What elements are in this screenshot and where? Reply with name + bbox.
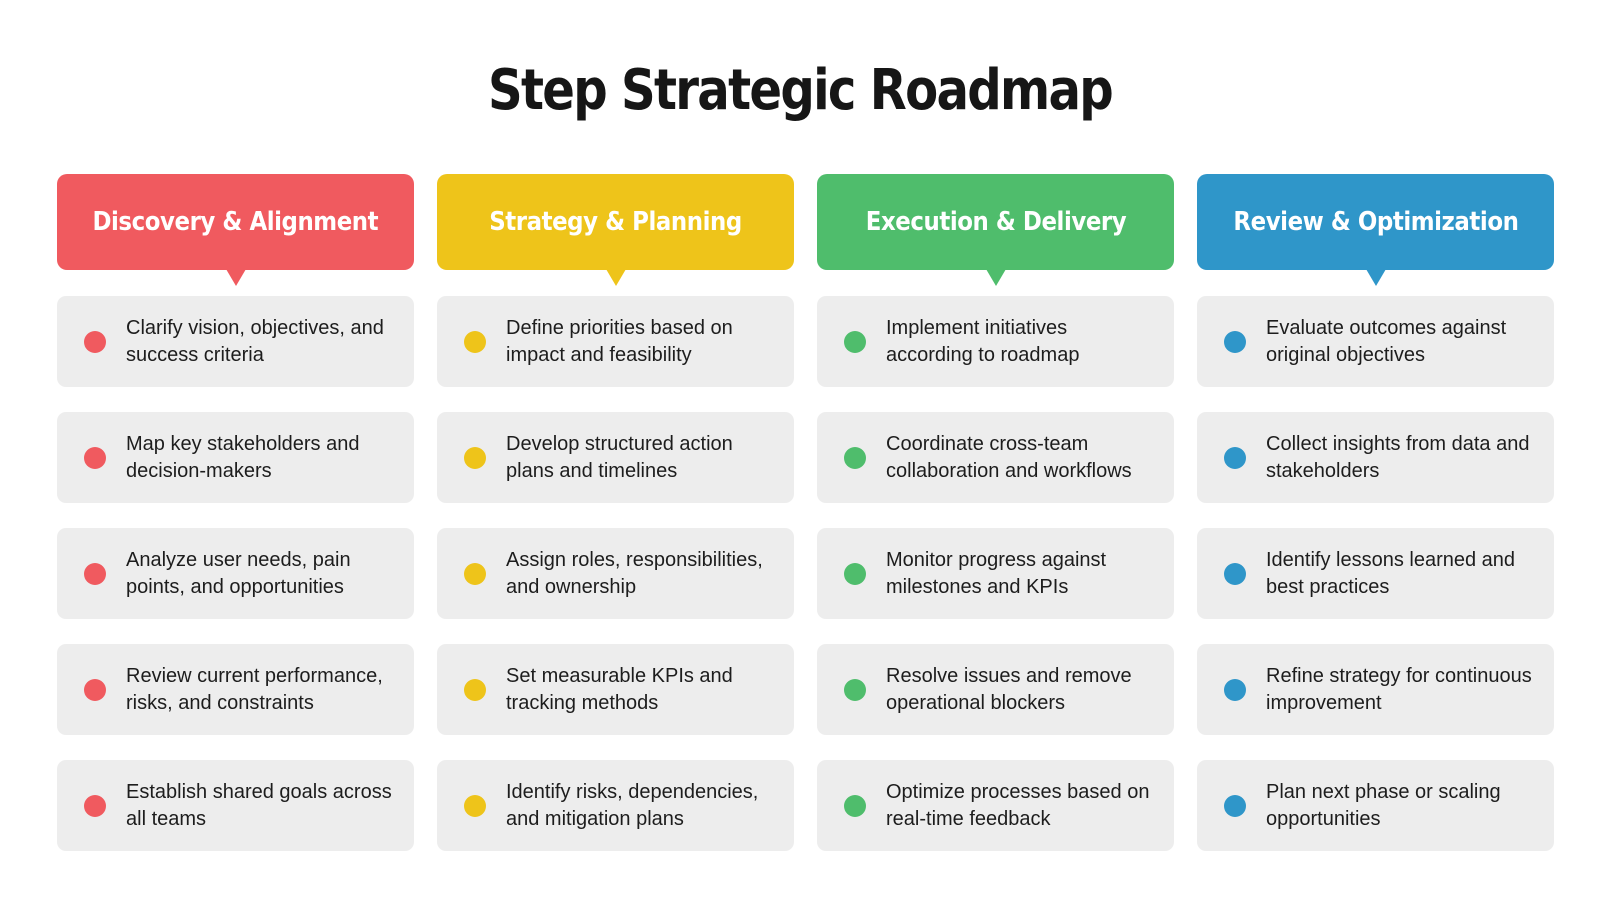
task-card: Identify risks, dependencies, and mitiga… (437, 760, 794, 851)
bullet-dot-icon (1224, 446, 1246, 469)
task-text: Clarify vision, objectives, and success … (126, 316, 384, 366)
phase-header-label: Discovery & Alignment (92, 207, 379, 237)
header-pointer-icon (605, 269, 626, 286)
task-card: Review current performance, risks, and c… (57, 644, 414, 735)
task-card: Analyze user needs, pain points, and opp… (57, 528, 414, 619)
page-title: Step Strategic Roadmap (487, 58, 1114, 123)
bullet-dot-icon (84, 678, 106, 701)
task-text: Implement initiatives according to roadm… (886, 316, 1080, 366)
task-card: Clarify vision, objectives, and success … (57, 296, 414, 387)
task-text: Coordinate cross-team collaboration and … (886, 432, 1132, 482)
bullet-dot-icon (84, 794, 106, 817)
task-text: Define priorities based on impact and fe… (506, 316, 733, 366)
task-card: Set measurable KPIs and tracking methods (437, 644, 794, 735)
task-text: Evaluate outcomes against original objec… (1266, 316, 1507, 366)
phase-header: Strategy & Planning (437, 174, 794, 286)
bullet-dot-icon (844, 678, 866, 701)
bullet-dot-icon (1224, 678, 1246, 701)
task-text: Refine strategy for continuous improveme… (1266, 664, 1532, 714)
bullet-dot-icon (464, 446, 486, 469)
task-card: Plan next phase or scaling opportunities (1197, 760, 1554, 851)
bullet-dot-icon (84, 446, 106, 469)
bullet-dot-icon (464, 794, 486, 817)
phase-header-label: Execution & Delivery (865, 207, 1126, 237)
task-card: Identify lessons learned and best practi… (1197, 528, 1554, 619)
bullet-dot-icon (464, 330, 486, 353)
task-text: Assign roles, responsibilities, and owne… (506, 548, 763, 598)
task-text: Analyze user needs, pain points, and opp… (126, 548, 351, 598)
header-pointer-icon (1365, 269, 1386, 286)
task-card: Evaluate outcomes against original objec… (1197, 296, 1554, 387)
task-card: Optimize processes based on real-time fe… (817, 760, 1174, 851)
bullet-dot-icon (844, 794, 866, 817)
phase-header: Discovery & Alignment (57, 174, 414, 286)
phase-header: Review & Optimization (1197, 174, 1554, 286)
bullet-dot-icon (464, 562, 486, 585)
task-text: Collect insights from data and stakehold… (1266, 432, 1530, 482)
task-card: Monitor progress against milestones and … (817, 528, 1174, 619)
bullet-dot-icon (84, 562, 106, 585)
bullet-dot-icon (464, 678, 486, 701)
bullet-dot-icon (844, 562, 866, 585)
task-card: Collect insights from data and stakehold… (1197, 412, 1554, 503)
bullet-dot-icon (84, 330, 106, 353)
phase-header-label: Strategy & Planning (489, 207, 742, 237)
task-text: Establish shared goals across all teams (126, 780, 392, 830)
task-card: Establish shared goals across all teams (57, 760, 414, 851)
header-pointer-icon (225, 269, 246, 286)
task-text: Set measurable KPIs and tracking methods (506, 664, 733, 714)
bullet-dot-icon (844, 330, 866, 353)
bullet-dot-icon (1224, 330, 1246, 353)
task-card: Develop structured action plans and time… (437, 412, 794, 503)
task-card: Implement initiatives according to roadm… (817, 296, 1174, 387)
task-text: Identify risks, dependencies, and mitiga… (506, 780, 759, 830)
task-text: Develop structured action plans and time… (506, 432, 733, 482)
task-text: Resolve issues and remove operational bl… (886, 664, 1132, 714)
task-card: Resolve issues and remove operational bl… (817, 644, 1174, 735)
task-text: Optimize processes based on real-time fe… (886, 780, 1150, 830)
task-card: Map key stakeholders and decision-makers (57, 412, 414, 503)
task-text: Identify lessons learned and best practi… (1266, 548, 1516, 598)
task-card: Coordinate cross-team collaboration and … (817, 412, 1174, 503)
bullet-dot-icon (844, 446, 866, 469)
task-card: Refine strategy for continuous improveme… (1197, 644, 1554, 735)
task-text: Plan next phase or scaling opportunities (1266, 780, 1501, 830)
bullet-dot-icon (1224, 794, 1246, 817)
task-card: Define priorities based on impact and fe… (437, 296, 794, 387)
task-card: Assign roles, responsibilities, and owne… (437, 528, 794, 619)
header-pointer-icon (985, 269, 1006, 286)
task-text: Map key stakeholders and decision-makers (126, 432, 360, 482)
phase-header: Execution & Delivery (817, 174, 1174, 286)
task-text: Review current performance, risks, and c… (126, 664, 383, 714)
bullet-dot-icon (1224, 562, 1246, 585)
task-text: Monitor progress against milestones and … (886, 548, 1107, 598)
phase-header-label: Review & Optimization (1232, 207, 1519, 237)
